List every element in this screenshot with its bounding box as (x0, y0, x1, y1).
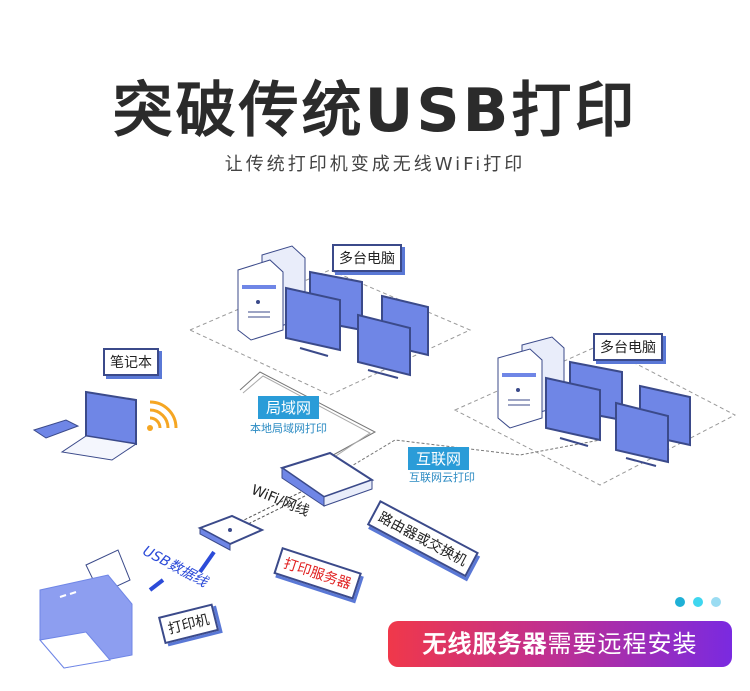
internet-sublabel: 互联网云打印 (409, 471, 475, 484)
phone-icon (32, 419, 80, 439)
usb-cable-icon (148, 550, 216, 592)
monitor-icon (545, 360, 691, 467)
pager-dot[interactable] (693, 597, 703, 607)
pager-dots (675, 597, 721, 607)
pager-dot[interactable] (675, 597, 685, 607)
banner-bold-text: 无线服务器 (422, 630, 548, 658)
computers-group-2-label: 多台电脑 (593, 333, 663, 361)
lan-label: 局域网 (258, 396, 320, 419)
lan-sublabel: 本地局域网打印 (250, 422, 327, 435)
internet-label: 互联网 (408, 447, 470, 470)
pager-dot[interactable] (711, 597, 721, 607)
wifi-signal-icon (147, 400, 178, 431)
router-icon (279, 451, 375, 507)
promo-banner: 无线服务器需要远程安装 (388, 621, 732, 667)
page-title: 突破传统USB打印 (112, 76, 638, 146)
wifi-cable (239, 489, 306, 523)
monitor-icon (285, 270, 429, 379)
laptop-icon (60, 390, 138, 461)
print-server-icon (197, 514, 265, 551)
printer-icon (39, 549, 133, 669)
banner-text: 需要远程安装 (547, 630, 698, 658)
laptop-label: 笔记本 (103, 348, 159, 376)
computers-group-1-label: 多台电脑 (332, 244, 402, 272)
page-subtitle: 让传统打印机变成无线WiFi打印 (224, 154, 526, 175)
